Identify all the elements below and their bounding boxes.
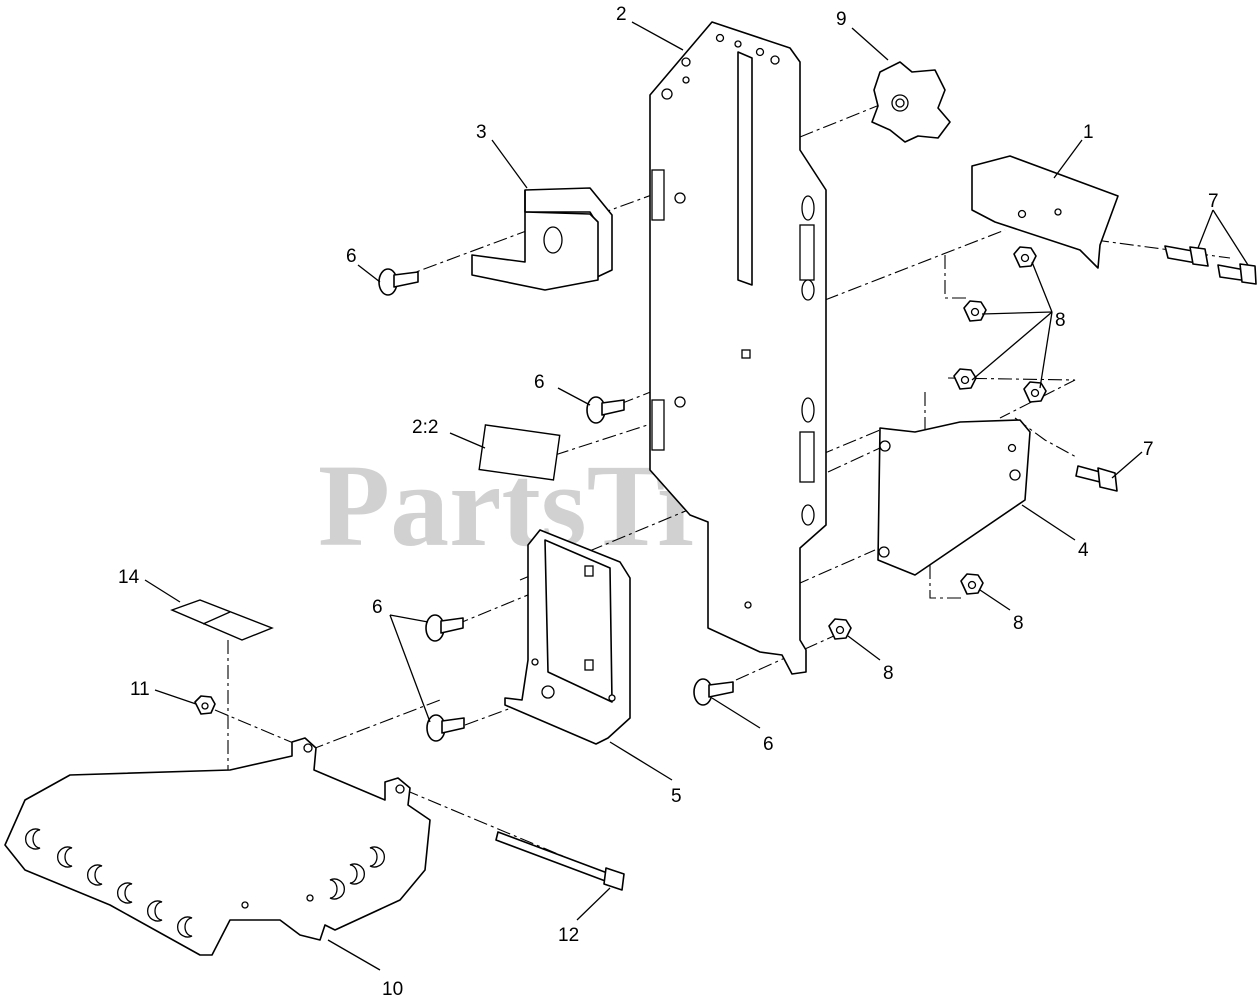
part-4-plate [877, 419, 1031, 576]
callout-numbers: 2 9 3 1 7 6 8 6 2:2 7 4 14 6 8 8 11 6 5 … [118, 4, 1219, 1000]
callout-6-top: 6 [346, 246, 357, 267]
callout-2-2: 2:2 [412, 417, 438, 438]
part-10-footrest [4, 737, 431, 956]
part-7-bolts-top [1164, 245, 1257, 285]
part-6-carriage-bolts [378, 268, 734, 742]
callout-8-bottom: 8 [883, 663, 894, 684]
callout-7-top: 7 [1208, 191, 1219, 212]
callout-3: 3 [476, 122, 487, 143]
callout-4: 4 [1078, 540, 1089, 561]
callout-8-top: 8 [1055, 310, 1066, 331]
callout-7-right: 7 [1143, 439, 1154, 460]
callout-8-right: 8 [1013, 613, 1024, 634]
callout-12: 12 [558, 925, 579, 946]
callout-6-left: 6 [372, 597, 383, 618]
callout-14: 14 [118, 567, 140, 588]
part-8-nuts [828, 246, 1047, 640]
callout-6-middle: 6 [534, 372, 545, 393]
part-2-2-decal [478, 424, 561, 481]
part-7-bolt-right [1075, 465, 1118, 492]
callout-11: 11 [130, 679, 150, 700]
callout-9: 9 [836, 9, 847, 30]
callout-1: 1 [1083, 122, 1094, 143]
part-5-holder-bracket [504, 529, 631, 745]
part-3-hook-bracket [471, 187, 613, 291]
callout-10: 10 [382, 979, 403, 1000]
callout-5: 5 [671, 786, 682, 807]
part-1-channel-bracket [971, 155, 1119, 269]
part-11-nut [194, 695, 216, 715]
part-9-star-knob [871, 61, 951, 143]
part-14-decal [170, 599, 274, 641]
partstree-watermark: PartsTree TM [318, 440, 929, 571]
leader-lines [144, 21, 1249, 971]
callout-2: 2 [616, 4, 627, 25]
part-12-long-bolt [495, 831, 625, 891]
part-2-main-bracket [649, 21, 827, 675]
callout-6-bottom: 6 [763, 734, 774, 755]
